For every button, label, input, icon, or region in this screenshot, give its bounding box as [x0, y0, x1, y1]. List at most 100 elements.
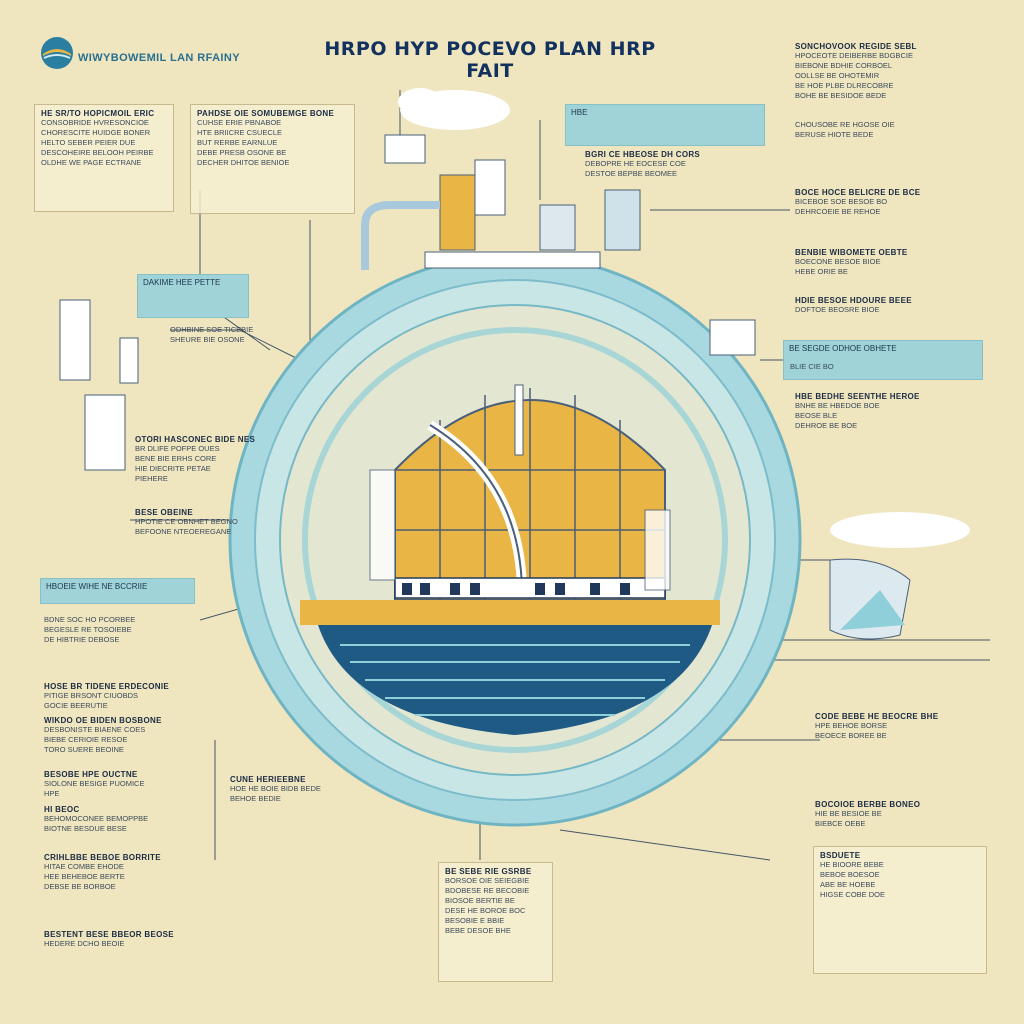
panel-line: ODLLSE BE OHOTEMIR	[795, 71, 880, 80]
panel-line: HPOCEOTE DEIBERBE BDGBCIE	[795, 51, 913, 60]
panel-header: HOSE BR TIDENE ERDECONIE	[44, 682, 169, 691]
info-panel: BESTENT BESE BBEOR BEOSE HEDERE DCHO BEO…	[44, 930, 204, 949]
panel-line: BUT RERBE EARNLUE	[197, 138, 278, 147]
panel-line: BENE BIE ERHS CORE	[135, 454, 217, 463]
panel-line: BEHOMOCONEE BEMOPPBE	[44, 814, 149, 823]
panel-header: HE SR/TO HOPICMOIL ERIC	[41, 109, 155, 118]
info-panel: BENBIE WIBOMETE OEBTE BOECONE BESOE BIOE…	[795, 248, 985, 277]
panel-line: OLDHE WE PAGE ECTRANE	[41, 158, 142, 167]
panel-line: DEBOPRE HE EOCESE COE	[585, 159, 686, 168]
panel-header: BESE OBEINE	[135, 508, 193, 517]
info-panel: ODHBINE SOE TICEBIE SHEURE BIE OSONE	[170, 325, 270, 345]
panel-line: BIEBONE BDHIE CORBOEL	[795, 61, 893, 70]
panel-line: HPE BEHOE BORSE	[815, 721, 888, 730]
info-panel: SONCHOVOOK REGIDE SEBL HPOCEOTE DEIBERBE…	[795, 42, 985, 101]
panel-header: HI BEOC	[44, 805, 80, 814]
info-panel: BDNE SOC HO PCORBEE BEGESLE RE TOSOIEBE …	[44, 615, 194, 645]
callout-label: BE SEGDE ODHOE OBHETE	[783, 340, 983, 380]
panel-line: DESBONISTE BIAENE COES	[44, 725, 146, 734]
panel-header: BENBIE WIBOMETE OEBTE	[795, 248, 908, 257]
panel-header: BESTENT BESE BBEOR BEOSE	[44, 930, 174, 939]
panel-line: DEHROE BE BOE	[795, 421, 858, 430]
panel-header: BSDUETE	[820, 851, 861, 860]
info-panel: BGRI CE HBEOSE DH CORS DEBOPRE HE EOCESE…	[585, 150, 765, 179]
panel-line: ABE BE HOEBE	[820, 880, 876, 889]
panel-header: HDIE BESOE HDOURE BEEE	[795, 296, 912, 305]
panel-line: BDNE SOC HO PCORBEE	[44, 615, 136, 624]
callout-label: HBOEIE WIHE NE BCCRIIE	[40, 578, 195, 604]
panel-line: BESOBIE E BBIE	[445, 916, 505, 925]
panel-line: BEHOE BEDIE	[230, 794, 281, 803]
panel-header: CRIHLBBE BEBOE BORRITE	[44, 853, 161, 862]
panel-line: ODHBINE SOE TICEBIE	[170, 325, 254, 334]
panel-line: HPOTIE CE OBNHET BEGNO	[135, 517, 238, 526]
page-title: HRPO HYP POCEVO PLAN HRP FAIT	[324, 38, 656, 82]
info-panel: WIKDO OE BIDEN BOSBONE DESBONISTE BIAENE…	[44, 716, 204, 755]
info-panel: BESE OBEINE HPOTIE CE OBNHET BEGNO BEFOO…	[135, 508, 255, 537]
info-panel: BLIE CIE BO	[790, 362, 970, 372]
panel-header: CODE BEBE HE BEOCRE BHE	[815, 712, 939, 721]
panel-line: DEBE PRESB OSONE BE	[197, 148, 287, 157]
info-panel: BESOBE HPE OUCTNE SIOLONE BESIGE PUOMICE…	[44, 770, 204, 799]
panel-header: BOCOIOE BERBE BONEO	[815, 800, 921, 809]
panel-line: DEBSE BE BORBOE	[44, 882, 116, 891]
panel-line: BIOSOE BERTIE BE	[445, 896, 515, 905]
panel-header: BESOBE HPE OUCTNE	[44, 770, 138, 779]
panel-line: DECHER DHITOE BENIOE	[197, 158, 290, 167]
panel-line: BIOTNE BESDUE BESE	[44, 824, 127, 833]
panel-header: BGRI CE HBEOSE DH CORS	[585, 150, 701, 159]
panel-line: CHORESCITE HUIDGE BONER	[41, 128, 151, 137]
panel-line: BORSOE OIE SEIEGBIE	[445, 876, 530, 885]
panel-line: DEHRCOEIE BE REHOE	[795, 207, 881, 216]
panel-line: SIOLONE BESIGE PUOMICE	[44, 779, 145, 788]
panel-header: OTORI HASCONEC BIDE NESTE	[135, 435, 255, 444]
panel-line: SHEURE BIE OSONE	[170, 335, 245, 344]
panel-header: BE SEBE RIE GSRBE	[445, 867, 532, 876]
panel-line: BE HOE PLBE DLRECOBRE	[795, 81, 894, 90]
panel-line: PITIGE BRSONT CIUOBDS	[44, 691, 139, 700]
info-panel: HOSE BR TIDENE ERDECONIE PITIGE BRSONT C…	[44, 682, 204, 711]
info-panel: PAHDSE OIE SOMUBEMGE BONE CUHSE ERIE PBN…	[190, 104, 355, 214]
panel-line: HEBE ORIE BE	[795, 267, 848, 276]
panel-line: DESE HE BOROE BOC	[445, 906, 526, 915]
panel-line: BEBOE BOESOE	[820, 870, 880, 879]
info-panel: BSDUETE HE BIOORE BEBE BEBOE BOESOE ABE …	[813, 846, 987, 974]
panel-header: BOCE HOCE BELICRE DE BCE	[795, 188, 921, 197]
panel-line: HIE DIECRITE PETAE	[135, 464, 211, 473]
panel-header: WIKDO OE BIDEN BOSBONE	[44, 716, 162, 725]
info-panel: HE SR/TO HOPICMOIL ERIC CONSOBRIDE HVRES…	[34, 104, 174, 212]
panel-line: HPE	[44, 789, 60, 798]
info-panel: HI BEOC BEHOMOCONEE BEMOPPBE BIOTNE BESD…	[44, 805, 204, 834]
panel-line: BEFOONE NTEOEREGANE	[135, 527, 232, 536]
info-panel: HDIE BESOE HDOURE BEEE DOFTOE BEOSRE BIO…	[795, 296, 985, 315]
info-panel: CUNE HERIEEBNE HOE HE BOIE BIDB BEDE BEH…	[230, 775, 395, 804]
panel-line: HE BIOORE BEBE	[820, 860, 884, 869]
panel-line: BIEBCE OEBE	[815, 819, 866, 828]
panel-line: CONSOBRIDE HVRESONCIOE	[41, 118, 149, 127]
panel-header: CUNE HERIEEBNE	[230, 775, 306, 784]
panel-line: BEGESLE RE TOSOIEBE	[44, 625, 132, 634]
info-panel: BOCOIOE BERBE BONEO HIE BE BESIOE BE BIE…	[815, 800, 985, 829]
info-panel: CHOUSOBE RE HGOSE OIE BERUSE HIOTE BEDE	[795, 120, 985, 140]
panel-line: BERUSE HIOTE BEDE	[795, 130, 874, 139]
panel-line: BIEBE CERIOIE RESOE	[44, 735, 128, 744]
panel-line: HELTO SEBER PEIER DUE	[41, 138, 136, 147]
panel-line: HIE BE BESIOE BE	[815, 809, 882, 818]
callout-label: HBE	[565, 104, 765, 146]
brand-name: WIWYBOWEMIL LAN RFAINY	[78, 52, 240, 64]
info-panel: CRIHLBBE BEBOE BORRITE HITAE COMBE EHODE…	[44, 853, 204, 892]
panel-line: TORO SUERE BEOINE	[44, 745, 124, 754]
panel-line: DESTOE BEPBE BEOMEE	[585, 169, 677, 178]
panel-line: HTE BRIICRE CSUECLE	[197, 128, 283, 137]
panel-line: HEDERE DCHO BEOIE	[44, 939, 125, 948]
panel-line: BEBE DESOE BHE	[445, 926, 511, 935]
panel-line: DESCOHEIRE BELOOH PEIRBE	[41, 148, 154, 157]
panel-header: PAHDSE OIE SOMUBEMGE BONE	[197, 109, 335, 118]
panel-line: BR DLIFE POFPE OUES	[135, 444, 220, 453]
panel-line: BDOBESE RE BECOBIE	[445, 886, 530, 895]
panel-line: HEE BEHEBOE BERTE	[44, 872, 125, 881]
info-panel: OTORI HASCONEC BIDE NESTE BR DLIFE POFPE…	[135, 435, 255, 484]
info-panel: BOCE HOCE BELICRE DE BCE BICEBOE SOE BES…	[795, 188, 985, 217]
info-panel: CODE BEBE HE BEOCRE BHE HPE BEHOE BORSE …	[815, 712, 985, 741]
